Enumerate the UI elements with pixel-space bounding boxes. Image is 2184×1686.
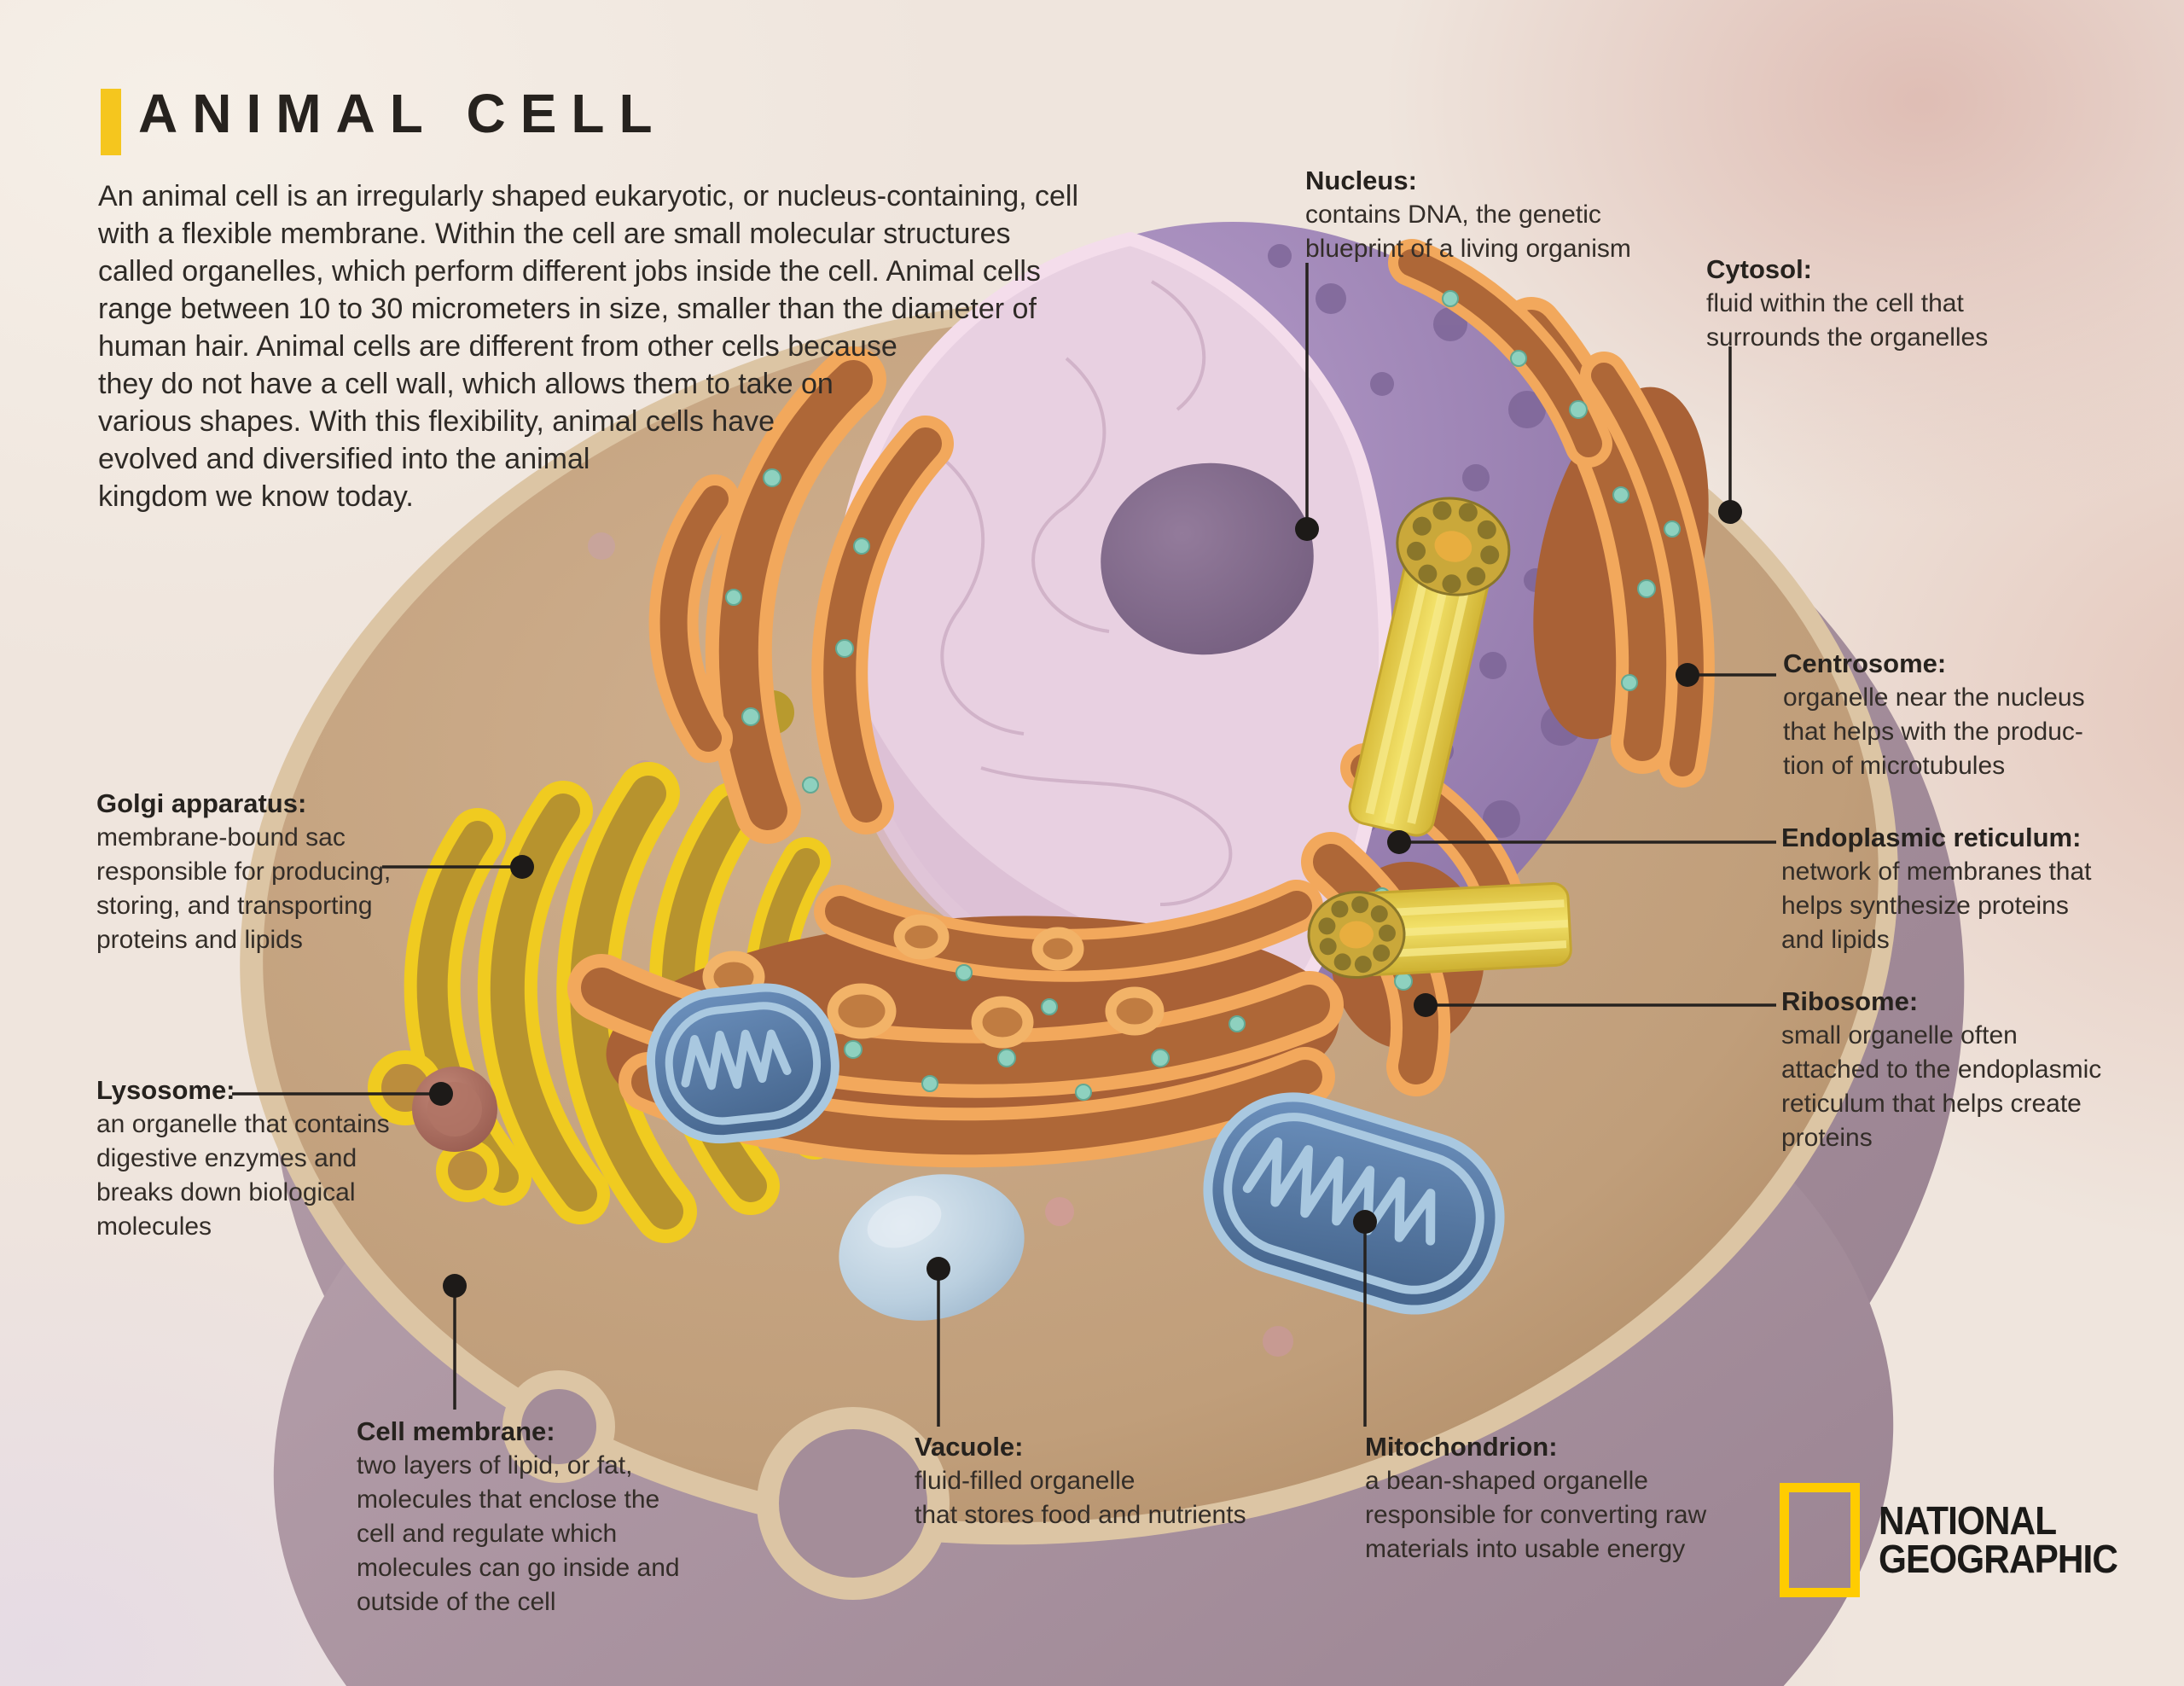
natgeo-wordmark: NATIONAL GEOGRAPHIC: [1879, 1498, 2118, 1581]
label-golgi-apparatus: Golgi apparatus: membrane-bound sac resp…: [96, 787, 391, 957]
label-cell-membrane: Cell membrane: two layers of lipid, or f…: [357, 1415, 680, 1619]
natgeo-frame-icon: [1780, 1483, 1860, 1597]
label-centrosome-desc: organelle near the nucleus that helps wi…: [1783, 683, 2085, 780]
lysosome-leader-dot: [429, 1082, 453, 1106]
mitochondrion-left-illustration: [646, 983, 839, 1144]
membrane-notches: [502, 1370, 950, 1600]
label-golgi-desc: membrane-bound sac responsible for produ…: [96, 823, 392, 954]
natgeo-word-1: NATIONAL: [1879, 1498, 2057, 1543]
title-accent-bar: [101, 89, 121, 155]
natgeo-word-2: GEOGRAPHIC: [1879, 1537, 2118, 1581]
label-vacuole: Vacuole: fluid-filled organelle that sto…: [915, 1430, 1246, 1532]
label-cytosol: Cytosol: fluid within the cell that surr…: [1706, 253, 1988, 355]
label-er-desc: network of membranes that helps synthesi…: [1781, 858, 2092, 954]
label-lysosome-title: Lysosome:: [96, 1075, 235, 1105]
page-title: ANIMAL CELL: [138, 83, 667, 144]
label-mitochondrion-desc: a bean-shaped organelle responsible for …: [1365, 1467, 1707, 1563]
label-mitochondrion: Mitochondrion: a bean-shaped organelle r…: [1365, 1430, 1706, 1567]
label-lysosome-desc: an organelle that contains digestive enz…: [96, 1110, 390, 1241]
label-cytosol-desc: fluid within the cell that surrounds the…: [1706, 289, 1989, 352]
label-er-title: Endoplasmic reticulum:: [1781, 823, 2082, 852]
label-nucleus: Nucleus: contains DNA, the genetic bluep…: [1305, 164, 1631, 266]
label-mitochondrion-title: Mitochondrion:: [1365, 1432, 1558, 1462]
ribosome-dots: [690, 290, 1681, 1101]
nucleus-leader-dot: [1295, 517, 1319, 541]
label-cytosol-title: Cytosol:: [1706, 254, 1812, 284]
ribosome-leader-dot: [1414, 993, 1438, 1017]
label-golgi-title: Golgi apparatus:: [96, 788, 307, 818]
mitochondrion-right-illustration: [1203, 1092, 1505, 1315]
label-vacuole-desc: fluid-filled organelle that stores food …: [915, 1467, 1246, 1529]
natgeo-logo: NATIONAL GEOGRAPHIC: [1780, 1483, 2138, 1597]
label-cell-membrane-title: Cell membrane:: [357, 1416, 555, 1446]
nucleolus: [1101, 462, 1314, 655]
label-ribosome-desc: small organelle often attached to the en…: [1781, 1021, 2102, 1152]
label-ribosome-title: Ribosome:: [1781, 986, 1919, 1016]
vacuole-illustration: [839, 1174, 1025, 1321]
chromatin-strands: [921, 280, 1233, 906]
er-leader-dot: [1387, 830, 1411, 854]
lysosome-illustration: [412, 1067, 497, 1152]
label-cell-membrane-desc: two layers of lipid, or fat, molecules t…: [357, 1451, 680, 1616]
leader-lines: [232, 263, 1776, 1427]
nucleus-cut-floor: [849, 683, 1297, 988]
label-nucleus-desc: contains DNA, the genetic blueprint of a…: [1305, 201, 1631, 263]
label-centrosome: Centrosome: organelle near the nucleus t…: [1783, 647, 2085, 783]
label-lysosome: Lysosome: an organelle that contains dig…: [96, 1073, 390, 1244]
label-centrosome-title: Centrosome:: [1783, 648, 1947, 678]
label-endoplasmic-reticulum: Endoplasmic reticulum: network of membra…: [1781, 821, 2092, 957]
label-nucleus-title: Nucleus:: [1305, 166, 1417, 195]
cytosol-leader-dot: [1718, 500, 1742, 524]
intro-paragraph: An animal cell is an irregularly shaped …: [98, 180, 1079, 513]
vacuole-leader-dot: [926, 1257, 950, 1281]
label-ribosome: Ribosome: small organelle often attached…: [1781, 985, 2101, 1155]
centrosome-leader-dot: [1676, 663, 1699, 687]
golgi-leader-dot: [510, 855, 534, 879]
label-vacuole-title: Vacuole:: [915, 1432, 1024, 1462]
mitochondrion-leader-dot: [1353, 1210, 1377, 1234]
leader-dots: [429, 500, 1742, 1298]
cell-membrane-leader-dot: [443, 1274, 467, 1298]
centrosome-illustration: [1307, 497, 1572, 980]
endoplasmic-reticulum-illustration: [567, 239, 1715, 1168]
